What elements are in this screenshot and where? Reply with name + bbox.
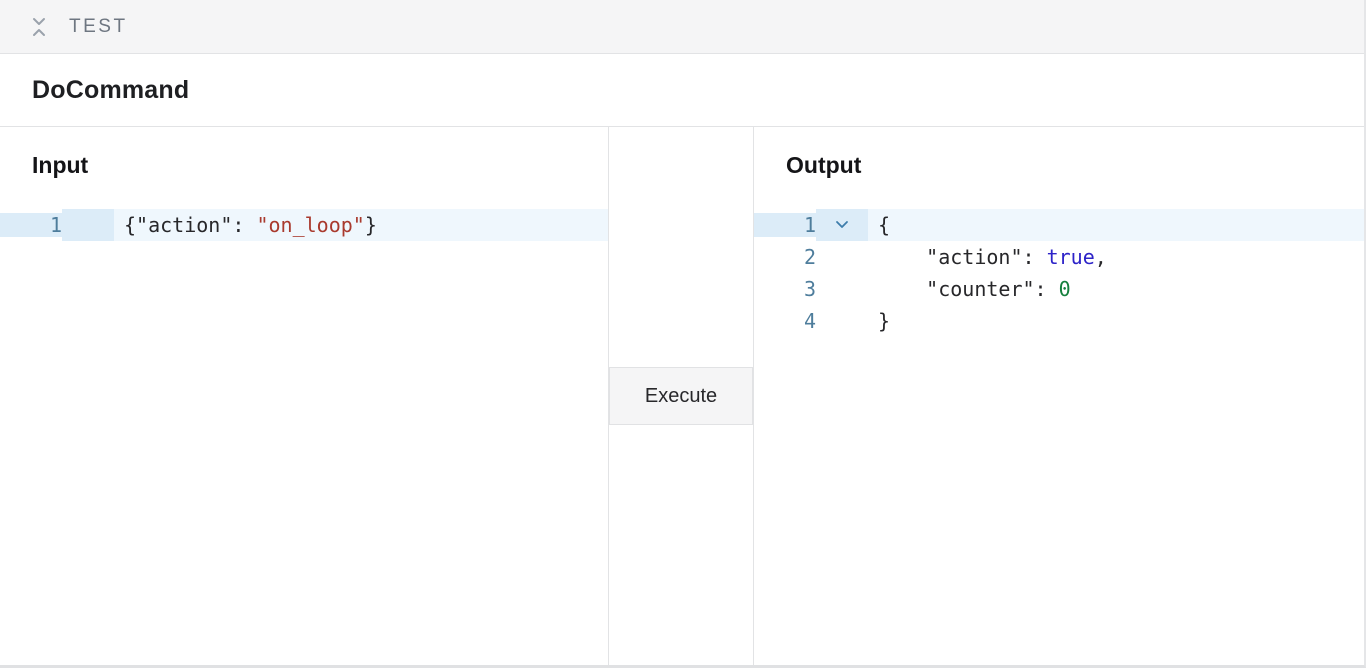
input-panel: Input 1 {"action": "on_loop"} bbox=[0, 127, 609, 665]
fold-chevron-down-icon[interactable] bbox=[816, 209, 868, 241]
output-panel-title: Output bbox=[786, 152, 862, 178]
test-panel-header: TEST bbox=[0, 0, 1364, 54]
line-number: 1 bbox=[754, 213, 816, 237]
execute-column: Execute bbox=[609, 127, 754, 665]
line-number: 1 bbox=[0, 213, 62, 237]
code-text: "counter": 0 bbox=[878, 277, 1071, 301]
test-bar-label: TEST bbox=[69, 15, 128, 37]
line-number: 4 bbox=[803, 309, 816, 333]
input-editor[interactable]: 1 {"action": "on_loop"} bbox=[0, 209, 608, 241]
line-number: 3 bbox=[803, 277, 816, 301]
page-title: DoCommand bbox=[32, 75, 190, 104]
code-text: "action": true, bbox=[878, 245, 1107, 269]
code-line: 3 "counter": 0 bbox=[754, 273, 1364, 305]
line-number: 2 bbox=[803, 245, 816, 269]
code-text: } bbox=[878, 309, 891, 333]
input-panel-title: Input bbox=[32, 152, 89, 178]
execute-button[interactable]: Execute bbox=[609, 367, 753, 425]
test-content: Input 1 {"action": "on_loop"} Execute Out… bbox=[0, 127, 1364, 665]
code-line: 1{ bbox=[754, 209, 1364, 241]
code-line: 4} bbox=[754, 305, 1364, 337]
fold-gutter bbox=[816, 241, 868, 273]
fold-gutter bbox=[816, 273, 868, 305]
output-panel: Output 1{2 "action": true,3 "counter": 0… bbox=[754, 127, 1364, 665]
collapse-vertical-icon[interactable] bbox=[27, 13, 51, 41]
command-title-bar: DoCommand bbox=[0, 54, 1364, 127]
fold-gutter bbox=[816, 305, 868, 337]
code-text: {"action": "on_loop"} bbox=[114, 209, 608, 241]
code-line: 2 "action": true, bbox=[754, 241, 1364, 273]
code-text: { bbox=[868, 209, 1364, 241]
fold-gutter bbox=[62, 209, 114, 241]
code-line[interactable]: 1 {"action": "on_loop"} bbox=[0, 209, 608, 241]
